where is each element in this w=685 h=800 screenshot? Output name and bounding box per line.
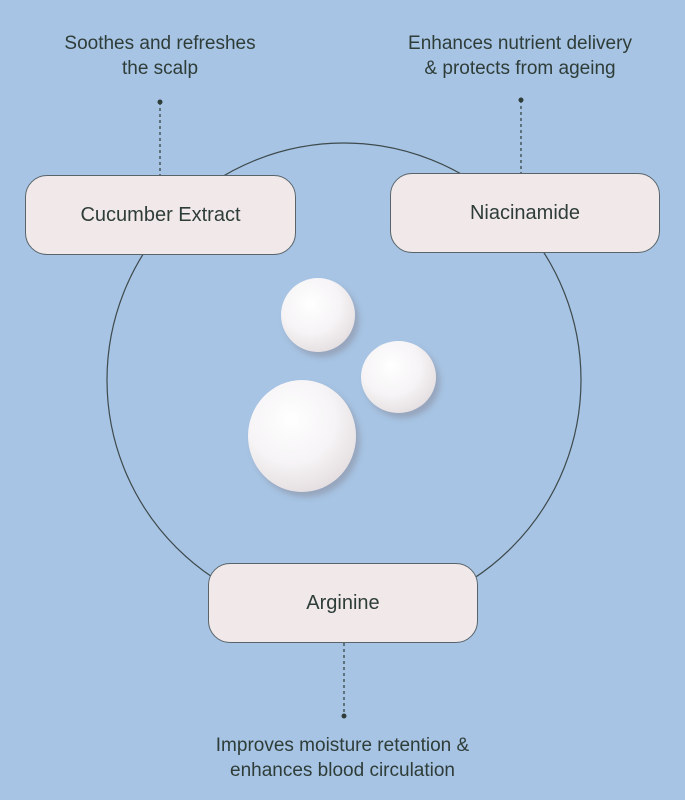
benefit-line: Enhances nutrient delivery (408, 33, 632, 54)
dot-arginine (341, 713, 347, 719)
benefit-niacinamide: Enhances nutrient delivery & protects fr… (370, 31, 670, 81)
benefit-line: the scalp (121, 58, 199, 79)
ingredient-name: Cucumber Extract (80, 203, 241, 226)
benefit-arginine: Improves moisture retention & enhances b… (170, 733, 515, 783)
benefit-line: Soothes and refreshes (64, 33, 256, 54)
benefit-cucumber: Soothes and refreshes the scalp (20, 31, 300, 81)
cream-droplet-image (281, 278, 355, 352)
ingredient-name: Arginine (306, 591, 380, 614)
cream-droplet-image (361, 341, 436, 413)
cream-droplet-image (248, 380, 356, 492)
ingredient-box-arginine: Arginine (208, 563, 478, 643)
dot-cucumber (157, 99, 163, 105)
benefit-line: Improves moisture retention & (215, 735, 470, 756)
ingredient-box-cucumber: Cucumber Extract (25, 175, 296, 255)
benefit-line: & protects from ageing (424, 58, 616, 79)
ingredient-box-niacinamide: Niacinamide (390, 173, 660, 253)
dot-niacinamide (518, 97, 524, 103)
ingredient-name: Niacinamide (469, 201, 581, 224)
benefit-line: enhances blood circulation (230, 760, 455, 781)
